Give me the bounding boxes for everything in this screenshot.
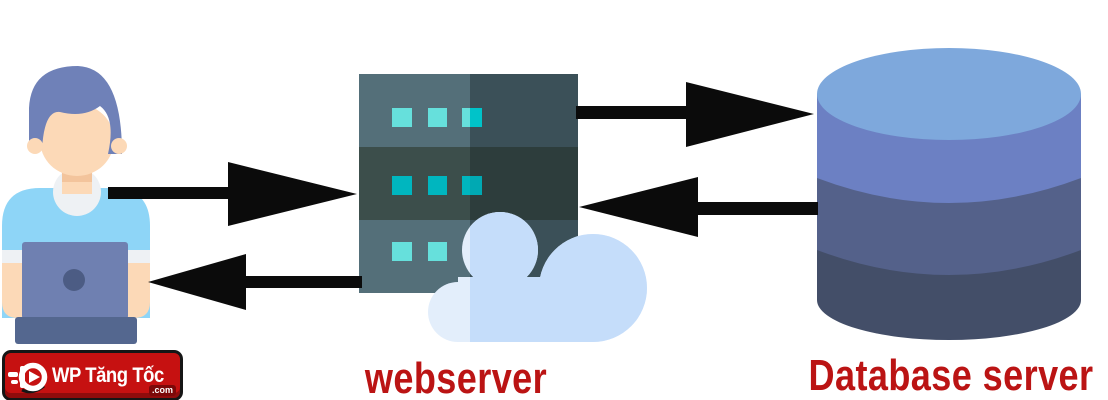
laptop-logo-dot <box>63 269 85 291</box>
logo-tld-text: .com <box>148 385 176 396</box>
led <box>392 242 412 261</box>
led <box>392 108 412 127</box>
cloud-icon <box>428 212 647 342</box>
wp-tang-toc-logo: WP Tăng Tốc .com <box>2 350 183 400</box>
led <box>428 108 447 127</box>
led <box>428 242 447 261</box>
led <box>470 108 482 127</box>
face <box>40 104 114 176</box>
arrow-webserver-to-database <box>576 82 814 147</box>
arrow-webserver-to-user <box>148 254 362 310</box>
ear-right <box>111 138 127 154</box>
server-row1-left <box>359 74 470 147</box>
webserver-label: webserver <box>364 354 548 400</box>
logo-brand-text: WP Tăng Tốc <box>52 364 164 387</box>
laptop-base <box>15 317 137 344</box>
person-laptop-icon <box>2 66 150 344</box>
hair <box>29 66 122 154</box>
server-row1-right <box>470 74 578 147</box>
neck-shadow <box>62 172 92 182</box>
led <box>462 176 470 195</box>
ear-left <box>27 138 43 154</box>
server-row3-left <box>359 220 470 293</box>
led <box>392 176 412 195</box>
cloud-main-part <box>470 212 647 342</box>
database-server-label: Database server <box>808 351 1094 400</box>
led <box>462 108 470 127</box>
database-cylinder-icon <box>817 48 1081 340</box>
db-top-ellipse <box>817 48 1081 140</box>
speed-d-icon <box>8 362 48 393</box>
server-row2-left <box>359 147 470 220</box>
led <box>470 176 482 195</box>
server-row2-right <box>470 147 578 220</box>
led <box>428 176 447 195</box>
